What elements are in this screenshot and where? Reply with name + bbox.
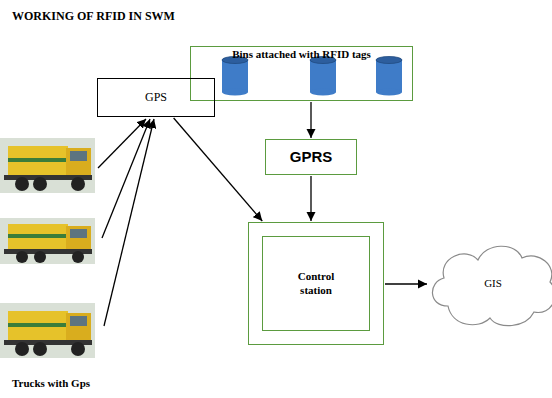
inner-frame: Control station xyxy=(262,236,370,331)
caption-label: Trucks with Gps xyxy=(12,377,90,389)
diagram-title: WORKING OF RFID IN SWM xyxy=(12,9,175,24)
gps-box: GPS xyxy=(97,78,215,117)
flow-arrow xyxy=(310,102,311,138)
flow-arrow xyxy=(310,176,311,221)
truck-picture xyxy=(0,303,95,358)
truck-picture xyxy=(0,218,95,264)
control-station-box: Control station xyxy=(248,222,384,345)
bin-cylinder xyxy=(310,57,336,96)
truck-picture xyxy=(0,138,95,193)
node-text: GPRS xyxy=(290,148,333,167)
node-text: GPS xyxy=(145,90,167,105)
gps-link-arrow xyxy=(104,119,154,326)
bins-box: Bins attached with RFID tags xyxy=(190,46,413,101)
flow-arrow xyxy=(174,118,263,221)
node-text: Bins attached with RFID tags xyxy=(232,48,371,62)
bin-cylinder xyxy=(376,57,402,96)
gprs-box: GPRS xyxy=(265,139,357,175)
bin-cylinder xyxy=(222,57,248,96)
gis-cloud: GIS xyxy=(428,236,552,332)
flow-arrow xyxy=(385,283,427,284)
node-text: Control station xyxy=(285,270,347,298)
gps-link-arrow xyxy=(98,119,146,168)
node-text: GIS xyxy=(484,277,502,291)
gps-link-arrow xyxy=(102,119,150,238)
